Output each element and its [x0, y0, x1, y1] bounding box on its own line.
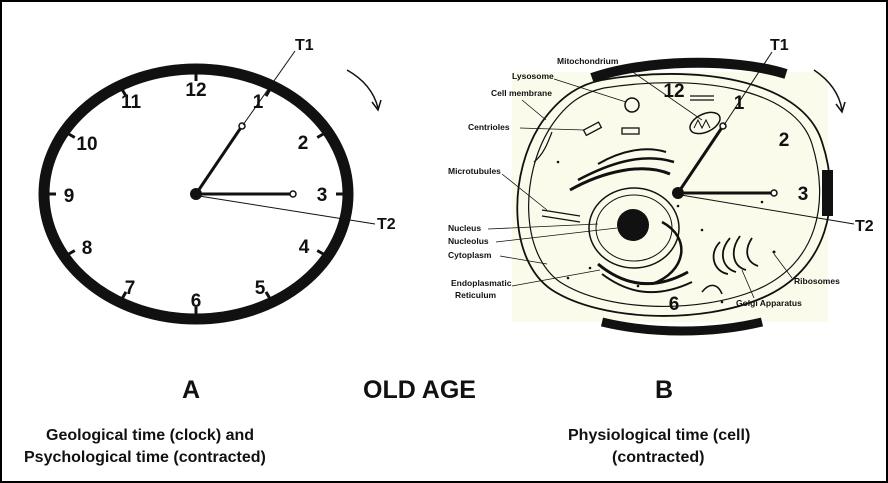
label-er-line2: Reticulum	[455, 290, 497, 300]
clock-a-num-6: 6	[191, 291, 202, 312]
clock-a-num-2: 2	[298, 133, 309, 154]
caption-letter-a: A	[182, 376, 200, 405]
clock-a-hour-tick	[68, 251, 75, 255]
clock-a-hour-tick	[317, 251, 324, 255]
clock-a-hour-hand	[196, 126, 242, 194]
clock-a-num-10: 10	[76, 134, 97, 155]
clock-a-num-12: 12	[185, 80, 206, 101]
clock-a-num-8: 8	[82, 238, 93, 259]
clock-a-center-pin	[190, 188, 202, 200]
label-lysosome: Lysosome	[512, 71, 554, 81]
clock-a-hour-tick	[317, 134, 324, 138]
caption-a-line2: Psychological time (contracted)	[24, 449, 266, 467]
clock-b-num-2: 2	[779, 130, 790, 151]
clock-b-center-pin	[672, 187, 684, 199]
clock-a-num-5: 5	[255, 278, 266, 299]
clock-a-num-3: 3	[317, 185, 328, 206]
nucleolus-shape	[617, 209, 649, 241]
label-nucleus: Nucleus	[448, 223, 481, 233]
clock-b-num-6: 6	[669, 294, 680, 315]
clock-b-num-3: 3	[798, 184, 809, 205]
cell-rim-bottom	[602, 322, 762, 331]
clock-a-t1-label: T1	[295, 37, 314, 54]
label-cell-membrane: Cell membrane	[491, 88, 552, 98]
clock-a-num-4: 4	[299, 237, 310, 258]
cell-clock-b: 12 1 2 3 6 T1 T2 Mitochondrium Lysosome …	[448, 37, 874, 331]
clock-a-hour-tick	[266, 292, 270, 299]
clock-b-minute-hand-tip	[771, 190, 777, 196]
caption-letter-b: B	[655, 376, 673, 405]
clock-b-t1-label: T1	[770, 37, 789, 54]
caption-b-line1: Physiological time (cell)	[568, 427, 750, 445]
label-nucleolus: Nucleolus	[448, 236, 489, 246]
label-centrioles: Centrioles	[468, 122, 510, 132]
label-mitochondrion: Mitochondrium	[557, 56, 619, 66]
caption-a-line1: Geological time (clock) and	[46, 427, 254, 445]
label-golgi: Golgi Apparatus	[736, 298, 802, 308]
clock-a-t2-label: T2	[377, 216, 396, 233]
caption-old-age: OLD AGE	[363, 376, 476, 405]
clock-a-num-11: 11	[121, 92, 142, 113]
clock-a-minute-hand-tip	[290, 191, 296, 197]
clock-b-num-12: 12	[663, 81, 684, 102]
clock-a-num-7: 7	[125, 278, 136, 299]
label-ribosomes: Ribosomes	[794, 276, 840, 286]
clock-b-t2-label: T2	[855, 218, 874, 235]
label-cytoplasm: Cytoplasm	[448, 250, 492, 260]
cell-background	[512, 72, 828, 322]
clock-a-rotation-arrow	[347, 70, 378, 108]
label-er-line1: Endoplasmatic	[451, 278, 512, 288]
clock-a-num-9: 9	[64, 186, 75, 207]
clock-a: 12 1 2 3 4 5 6 7 8 9 10 11 T1 T2	[44, 37, 396, 319]
label-microtubules: Microtubules	[448, 166, 501, 176]
clock-a-hour-tick	[68, 134, 75, 138]
caption-b-line2: (contracted)	[612, 449, 704, 467]
